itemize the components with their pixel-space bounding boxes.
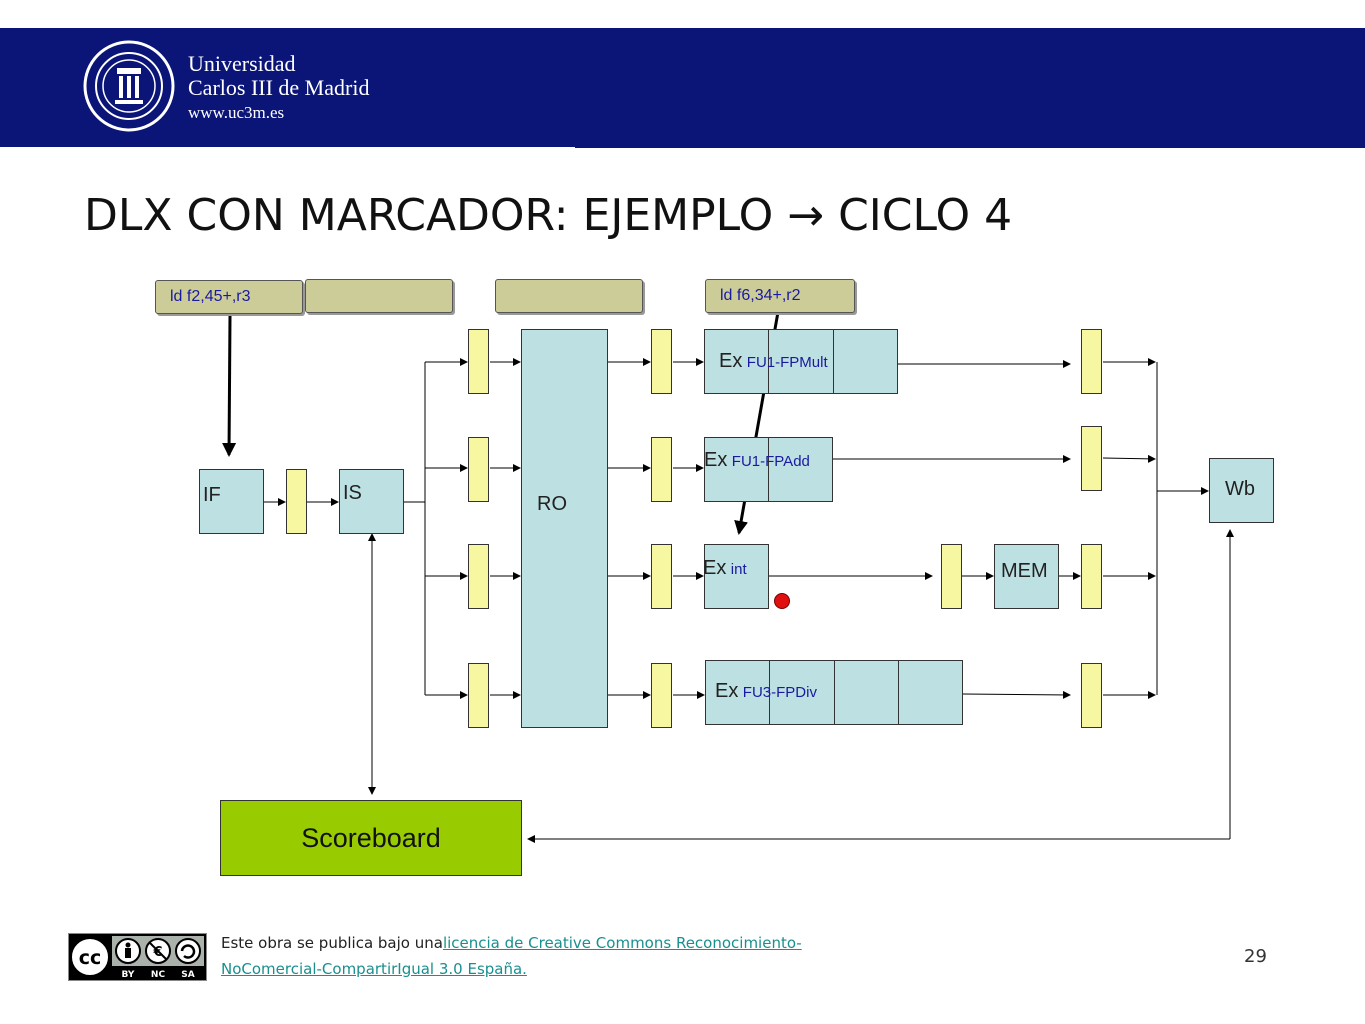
int-ex: Ex (703, 557, 727, 579)
int-label: Ex int (703, 557, 747, 580)
license-link-line2: NoComercial-CompartirIgual 3.0 España. (221, 960, 527, 978)
wb-input-latch-4 (1081, 663, 1102, 728)
ro-input-latch-2 (468, 437, 489, 502)
if-stage (199, 469, 264, 534)
header-underline (575, 145, 1365, 148)
page-number: 29 (1244, 946, 1267, 967)
is-stage-label: IS (343, 482, 362, 504)
svg-text:cc: cc (79, 947, 102, 969)
fpadd-stage-2 (768, 437, 833, 502)
university-name: Universidad Carlos III de Madrid www.uc3… (188, 52, 369, 124)
fpdiv-label: Ex FU3-FPDiv (715, 680, 817, 703)
scoreboard-box: Scoreboard (220, 800, 522, 876)
stall-marker-dot (774, 593, 790, 609)
fpdiv-name: FU3-FPDiv (742, 684, 817, 701)
if-is-latch (286, 469, 307, 534)
ro-input-latch-4 (468, 663, 489, 728)
fpadd-ex: Ex (704, 449, 728, 471)
university-line1: Universidad (188, 51, 296, 76)
cc-badge-by: BY (122, 970, 135, 980)
ex-input-latch-1 (651, 329, 672, 394)
wb-input-latch-2 (1081, 426, 1102, 491)
slide-title: DLX CON MARCADOR: EJEMPLO → CICLO 4 (84, 190, 1013, 241)
int-name: int (730, 561, 747, 578)
license-notice: Este obra se publica bajo unalicencia de… (221, 930, 921, 982)
fpmult-stage-2 (768, 329, 834, 394)
mem-stage (994, 544, 1059, 609)
is-instruction-slot (305, 279, 453, 313)
fpdiv-stage-3 (834, 660, 899, 725)
fpdiv-stage-4 (898, 660, 963, 725)
cc-badge-nc: NC (151, 970, 166, 980)
int-stage (704, 544, 769, 609)
if-instruction-slot: ld f2,45+,r3 (155, 280, 303, 314)
cc-badge-sa: SA (181, 970, 194, 980)
university-seal-icon (83, 40, 175, 132)
fpmult-name: FU1-FPMult (746, 354, 828, 371)
fpmult-ex: Ex (719, 350, 743, 372)
creative-commons-badge-icon: cc € BY NC SA (68, 933, 207, 981)
wb-input-latch-3 (1081, 544, 1102, 609)
license-link-line1: licencia de Creative Commons Reconocimie… (442, 934, 802, 952)
svg-text:€: € (152, 945, 162, 960)
ro-instruction-slot (495, 279, 643, 313)
fpmult-label: Ex FU1-FPMult (719, 350, 828, 373)
ex-instruction-slot: ld f6,34+,r2 (705, 279, 855, 313)
if-stage-label: IF (203, 484, 221, 506)
university-line2: Carlos III de Madrid (188, 75, 370, 100)
fpmult-stage-3 (833, 329, 898, 394)
wb-input-latch-1 (1081, 329, 1102, 394)
fpadd-label: Ex FU1-FPAdd (704, 449, 810, 472)
ro-input-latch-3 (468, 544, 489, 609)
is-stage (339, 469, 404, 534)
ex-input-latch-2 (651, 437, 672, 502)
ex-input-latch-4 (651, 663, 672, 728)
ro-stage-label: RO (537, 493, 567, 515)
university-website: www.uc3m.es (188, 103, 285, 122)
ex-input-latch-3 (651, 544, 672, 609)
wb-stage-label: Wb (1225, 478, 1255, 500)
fpdiv-ex: Ex (715, 680, 739, 702)
mem-input-latch (941, 544, 962, 609)
mem-stage-label: MEM (1001, 560, 1048, 582)
wb-stage (1209, 458, 1274, 523)
fpadd-stage-1 (704, 437, 769, 502)
ro-input-latch-1 (468, 329, 489, 394)
ro-stage (521, 329, 608, 728)
header-banner (0, 28, 1365, 147)
fpadd-name: FU1-FPAdd (731, 453, 810, 470)
license-prefix: Este obra se publica bajo una (221, 934, 443, 952)
license-link[interactable]: licencia de Creative Commons Reconocimie… (221, 934, 802, 978)
